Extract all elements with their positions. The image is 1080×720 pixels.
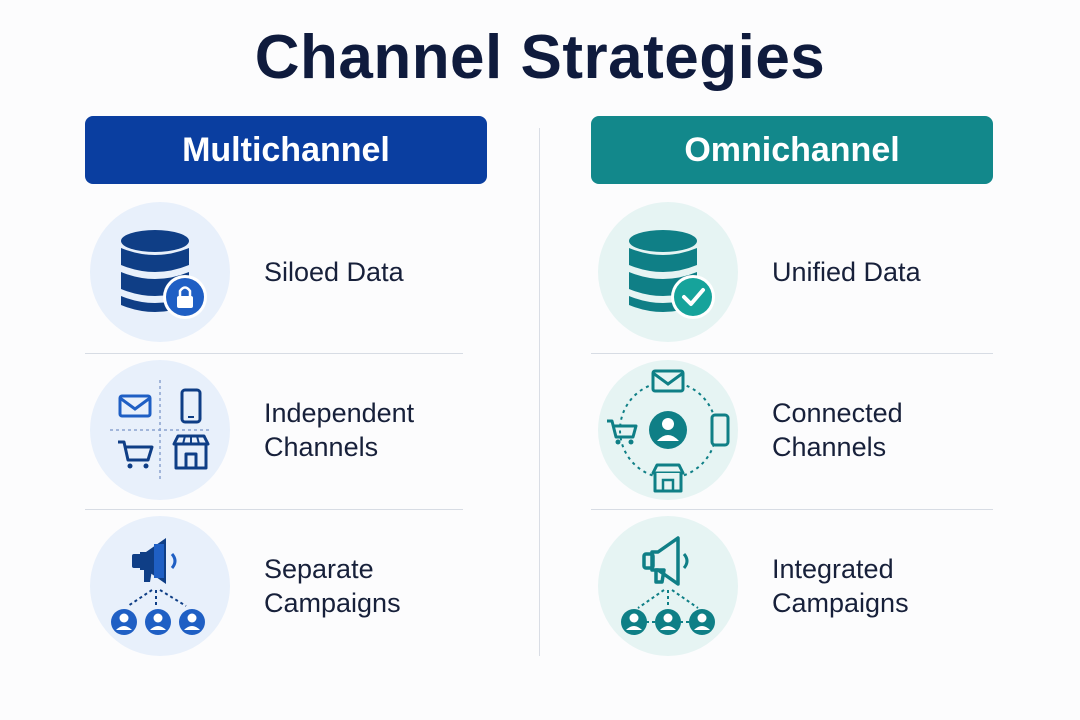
omnichannel-row-unified-data: Unified Data — [598, 202, 921, 342]
row-separator — [85, 353, 463, 354]
omnichannel-row-connected-channels: Connected Channels — [598, 360, 903, 500]
omnichannel-header: Omnichannel — [591, 116, 993, 184]
connected-channels-cycle-icon — [598, 360, 738, 500]
database-lock-icon — [90, 202, 230, 342]
column-divider — [539, 128, 540, 656]
row-label: Independent Channels — [264, 398, 415, 462]
omnichannel-header-label: Omnichannel — [684, 130, 900, 169]
row-label: Separate Campaigns — [264, 554, 401, 618]
row-label: Connected Channels — [772, 398, 903, 462]
row-label: Unified Data — [772, 257, 921, 287]
multichannel-row-siloed-data: Siloed Data — [90, 202, 404, 342]
multichannel-header-label: Multichannel — [182, 130, 390, 169]
megaphone-integrated-audience-icon — [598, 516, 738, 656]
independent-channels-grid-icon — [90, 360, 230, 500]
row-separator — [85, 509, 463, 510]
multichannel-header: Multichannel — [85, 116, 487, 184]
multichannel-row-independent-channels: Independent Channels — [90, 360, 414, 500]
multichannel-row-separate-campaigns: Separate Campaigns — [90, 516, 401, 656]
row-label: Integrated Campaigns — [772, 554, 909, 618]
page-title: Channel Strategies — [254, 23, 826, 92]
database-check-icon — [598, 202, 738, 342]
megaphone-separate-audience-icon — [90, 516, 230, 656]
row-separator — [591, 353, 993, 354]
row-label: Siloed Data — [264, 257, 404, 287]
row-separator — [591, 509, 993, 510]
omnichannel-row-integrated-campaigns: Integrated Campaigns — [598, 516, 909, 656]
